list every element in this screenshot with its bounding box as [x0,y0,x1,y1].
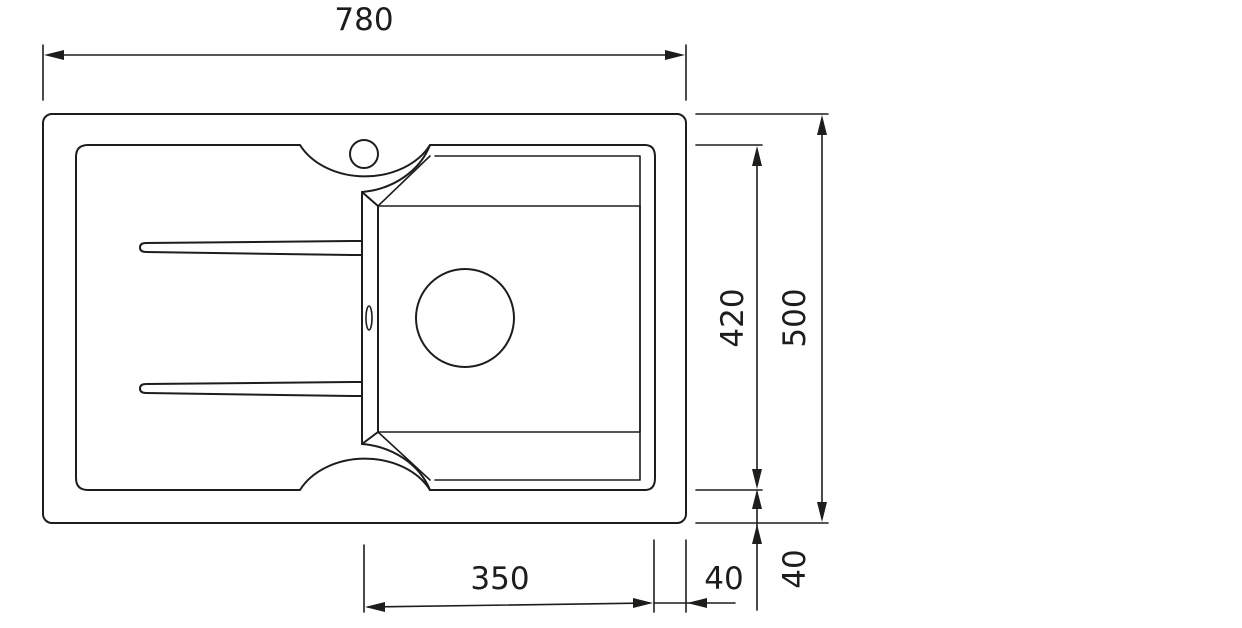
bowl-slope-bottom-left [377,431,431,481]
sink-outline [42,113,687,524]
bottom-margin-arrow-up [752,524,762,544]
tap-hole [349,139,379,169]
label-total-width: 780 [334,2,393,38]
bowl-width-dim-line [367,602,651,608]
bowl-width-arrow-right [633,598,653,608]
dimension-labels: 780 420 500 350 40 40 [334,2,813,597]
sink-outer-rim [42,113,687,524]
label-side-margin: 40 [704,561,743,597]
label-bowl-depth: 420 [715,288,751,347]
drainer-groove-lower [139,381,363,397]
bottom-margin-arrow-down [752,489,762,509]
bowl-slope-top-left [377,155,431,207]
bowl-outer-edge [429,144,656,491]
label-bowl-width: 350 [470,561,529,597]
upper-curve-inner [361,144,431,193]
drainer-groove-upper [139,240,363,256]
width-arrow-left [44,50,64,60]
depth-arrow-top [817,115,827,135]
drain-hole [415,268,515,368]
label-bottom-margin: 40 [777,549,813,588]
lower-curve-inner [361,443,431,491]
drainer-area [75,144,431,491]
dimension-lines [42,44,829,613]
bowl-floor [377,205,641,433]
bowl-depth-arrow-top [752,146,762,166]
bowl-left-wall [361,191,379,445]
width-arrow-right [665,50,685,60]
overflow-slot [365,305,373,331]
side-margin-arrow [687,598,707,608]
depth-arrow-bottom [817,502,827,522]
bowl-width-arrow-left [365,602,385,612]
bowl-depth-arrow-bottom [752,469,762,489]
label-total-depth: 500 [777,288,813,347]
